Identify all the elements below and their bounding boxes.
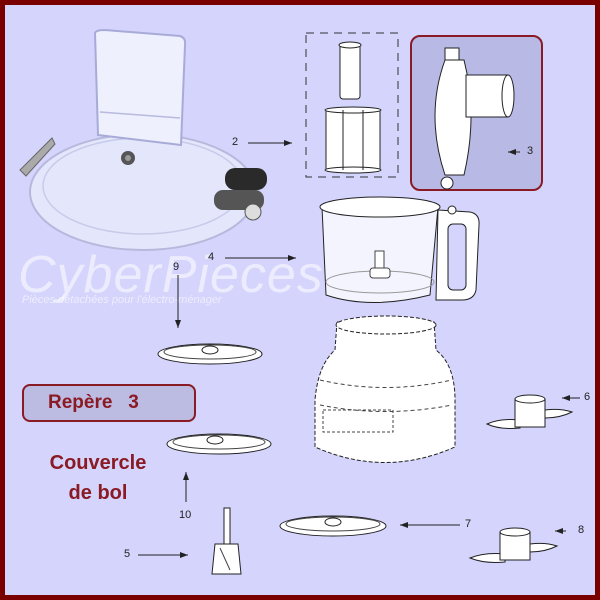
reference-number-badge: Repère 3 <box>22 384 196 422</box>
callout-arrows <box>138 140 580 558</box>
part-label-7: 7 <box>465 518 472 530</box>
part-name-line1: Couvercle <box>49 452 147 474</box>
part-label-6: 6 <box>584 391 591 403</box>
slicing-disc-drawing <box>279 515 387 537</box>
part-label-9: 9 <box>173 261 180 273</box>
part-label-5: 5 <box>124 548 131 560</box>
watermark-tagline: Pièces détachées pour l'électro-ménager <box>22 294 222 306</box>
drive-shaft-drawing <box>211 507 242 575</box>
part-name-line2: de bol <box>68 482 128 504</box>
motor-base-drawing <box>314 315 456 463</box>
pusher-set-drawing <box>305 32 399 178</box>
chopping-blade-drawing <box>485 394 574 429</box>
dough-blade-drawing <box>468 527 559 563</box>
part-name-title: Couvercle de bol <box>28 448 168 508</box>
part-label-4: 4 <box>208 251 215 263</box>
watermark-brand: CyberPieces <box>18 246 324 304</box>
grating-disc-drawing <box>157 343 263 365</box>
bowl-drawing <box>319 196 480 303</box>
part-label-2: 2 <box>232 136 239 148</box>
part-label-10: 10 <box>179 509 192 521</box>
part-label-3: 3 <box>527 145 534 157</box>
lid-photo <box>19 28 267 251</box>
bowl-lid-drawing <box>434 47 515 190</box>
shredding-disc-drawing <box>166 433 272 455</box>
part-label-8: 8 <box>578 524 585 536</box>
